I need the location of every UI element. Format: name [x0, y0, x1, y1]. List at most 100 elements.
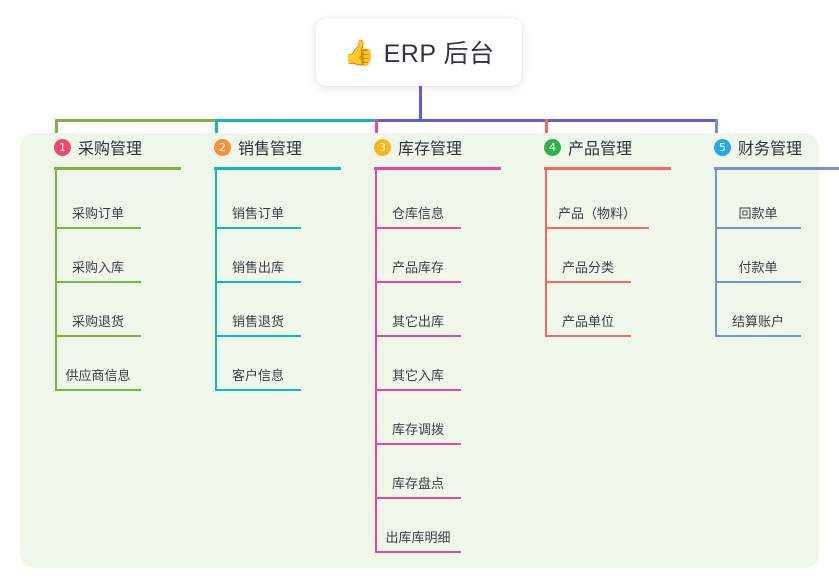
leaf-item[interactable]: 销售订单	[215, 175, 301, 229]
leaf-item[interactable]: 库存调拨	[375, 391, 461, 445]
branch-title: 财务管理	[738, 141, 803, 158]
branch-header-underline	[544, 167, 671, 170]
leaf-item-label: 客户信息	[231, 368, 284, 383]
leaf-item-label: 库存调拨	[391, 422, 444, 437]
branch-header-underline	[54, 167, 181, 170]
branch-title: 库存管理	[398, 141, 463, 158]
leaf-item-underline	[715, 227, 801, 229]
leaf-item-underline	[545, 281, 631, 283]
leaf-item-label: 付款单	[738, 260, 778, 275]
branch-number-badge: 2	[214, 138, 231, 156]
leaf-item[interactable]: 采购订单	[55, 175, 141, 229]
leaf-item-underline	[215, 281, 301, 283]
leaf-item-label: 回款单	[738, 206, 778, 221]
leaf-item-underline	[545, 335, 631, 337]
leaf-item-underline	[375, 227, 461, 229]
leaf-item-label: 产品库存	[391, 260, 444, 275]
leaf-item[interactable]: 付款单	[715, 229, 801, 283]
leaf-item[interactable]: 客户信息	[215, 337, 301, 391]
leaf-item-label: 采购订单	[71, 206, 124, 221]
leaf-item-underline	[375, 335, 461, 337]
leaf-item-underline	[715, 281, 801, 283]
thumbs-up-icon: 👍	[343, 37, 375, 67]
branch-header-4[interactable]: 4 产品管理	[526, 133, 632, 161]
leaf-item-label: 出库库明细	[385, 530, 451, 545]
branch-column-2: 2 销售管理销售订单销售出库销售退货客户信息	[196, 133, 341, 391]
leaf-item[interactable]: 产品（物料）	[545, 175, 649, 229]
leaf-item-underline	[375, 281, 461, 283]
leaf-item[interactable]: 库存盘点	[375, 445, 461, 499]
leaf-item-underline	[375, 389, 461, 391]
leaf-item-underline	[215, 389, 301, 391]
branch-title: 采购管理	[78, 141, 143, 158]
leaf-item[interactable]: 其它出库	[375, 283, 461, 337]
leaf-item-label: 供应商信息	[65, 368, 131, 383]
leaf-item-label: 销售订单	[231, 206, 284, 221]
branch-spine	[375, 169, 377, 553]
leaf-item[interactable]: 产品分类	[545, 229, 631, 283]
leaf-item[interactable]: 产品单位	[545, 283, 631, 337]
branch-column-4: 4 产品管理产品（物料） 产品分类产品单位	[526, 133, 671, 337]
leaf-item[interactable]: 采购入库	[55, 229, 141, 283]
branch-column-3: 3 库存管理仓库信息产品库存其它出库其它入库库存调拨库存盘点出库库明细	[356, 133, 501, 553]
leaf-item[interactable]: 其它入库	[375, 337, 461, 391]
leaf-item-underline	[375, 443, 461, 445]
leaf-item[interactable]: 回款单	[715, 175, 801, 229]
leaf-item-underline	[375, 551, 461, 553]
branch-number-badge: 1	[54, 138, 71, 156]
leaf-item-label: 销售出库	[231, 260, 284, 275]
leaf-item-underline	[55, 335, 141, 337]
leaf-item-label: 仓库信息	[391, 206, 444, 221]
branch-header-underline	[714, 167, 839, 170]
leaf-item[interactable]: 仓库信息	[375, 175, 461, 229]
leaf-item-underline	[215, 335, 301, 337]
branch-header-1[interactable]: 1 采购管理	[36, 133, 142, 161]
leaf-item[interactable]: 销售退货	[215, 283, 301, 337]
leaf-item-underline	[215, 227, 301, 229]
branch-number-badge: 4	[544, 138, 561, 156]
branches-panel: 1 采购管理采购订单采购入库采购退货供应商信息 2 销售管理销售订单销售出库销售退货客…	[20, 133, 839, 568]
branch-title: 产品管理	[568, 141, 633, 158]
leaf-item-label: 产品分类	[561, 260, 614, 275]
connector-bar-mid	[215, 119, 375, 122]
branch-spine	[215, 169, 217, 391]
branch-spine	[55, 169, 57, 391]
leaf-item-underline	[545, 227, 649, 229]
branch-header-underline	[374, 167, 501, 170]
leaf-item[interactable]: 结算账户	[715, 283, 801, 337]
branch-header-2[interactable]: 2 销售管理	[196, 133, 302, 161]
branch-header-5[interactable]: 5 财务管理	[696, 133, 802, 161]
leaf-item[interactable]: 供应商信息	[55, 337, 141, 391]
branch-column-1: 1 采购管理采购订单采购入库采购退货供应商信息	[36, 133, 181, 391]
leaf-item-label: 其它入库	[391, 368, 444, 383]
leaf-item[interactable]: 采购退货	[55, 283, 141, 337]
leaf-item[interactable]: 销售出库	[215, 229, 301, 283]
leaf-item-label: 采购退货	[71, 314, 124, 329]
leaf-item-label: 产品（物料）	[557, 206, 636, 221]
leaf-item-label: 结算账户	[731, 314, 784, 329]
leaf-item-label: 其它出库	[391, 314, 444, 329]
leaf-item-label: 库存盘点	[391, 476, 444, 491]
root-node-title: ERP 后台	[383, 40, 495, 68]
branch-number-badge: 5	[714, 138, 731, 156]
leaf-item-label: 采购入库	[71, 260, 124, 275]
branch-title: 销售管理	[238, 141, 303, 158]
branch-column-5: 5 财务管理回款单付款单结算账户	[696, 133, 839, 337]
branch-header-underline	[214, 167, 341, 170]
branch-number-badge: 3	[374, 138, 391, 156]
root-node-card[interactable]: 👍 ERP 后台	[316, 18, 522, 86]
branch-header-3[interactable]: 3 库存管理	[356, 133, 462, 161]
leaf-item-underline	[715, 335, 801, 337]
leaf-item-underline	[55, 281, 141, 283]
leaf-item-underline	[55, 389, 141, 391]
leaf-item-underline	[55, 227, 141, 229]
branch-spine	[715, 169, 717, 337]
connector-bar-left	[55, 119, 215, 122]
branch-spine	[545, 169, 547, 337]
leaf-item[interactable]: 出库库明细	[375, 499, 461, 553]
leaf-item-underline	[375, 497, 461, 499]
leaf-item[interactable]: 产品库存	[375, 229, 461, 283]
leaf-item-label: 销售退货	[231, 314, 284, 329]
leaf-item-label: 产品单位	[561, 314, 614, 329]
